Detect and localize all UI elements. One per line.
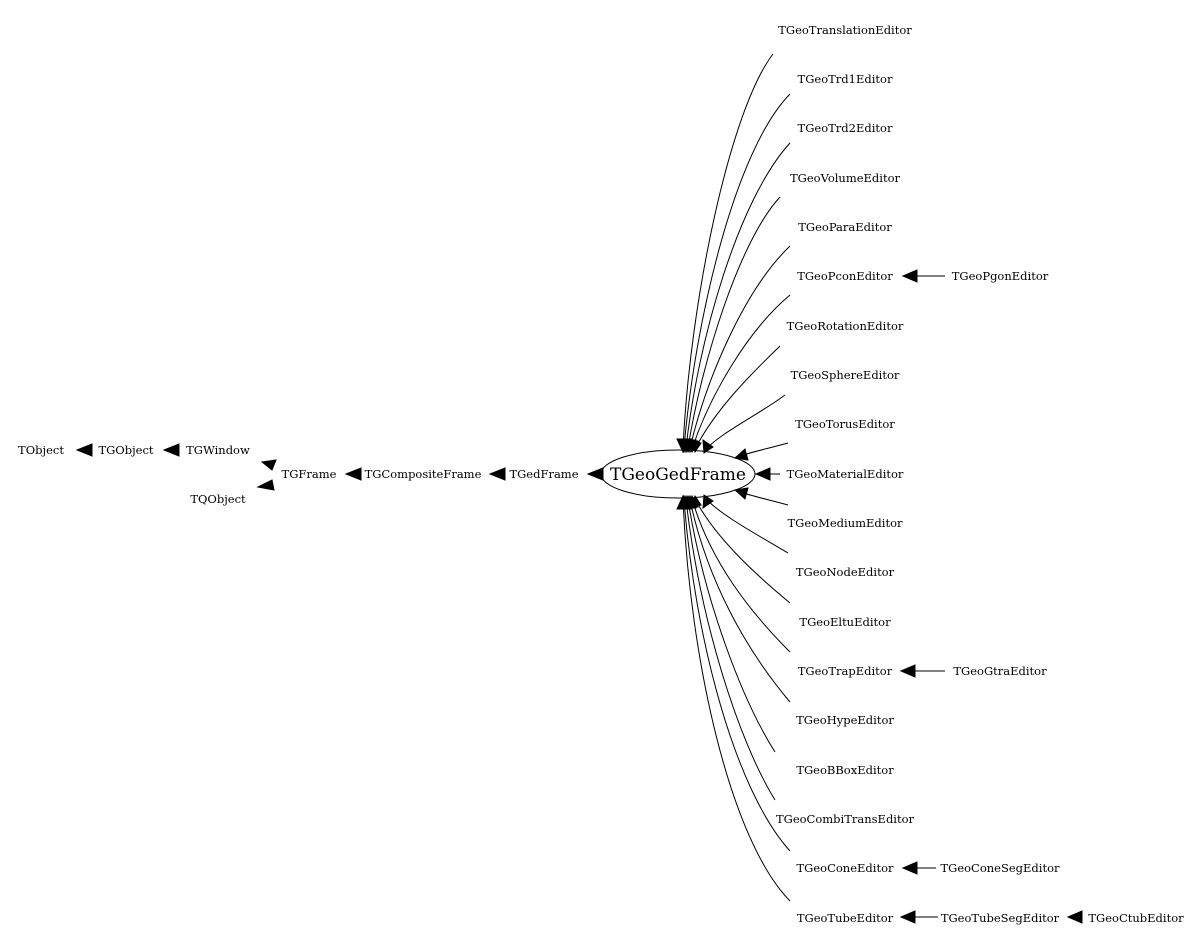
arrowhead <box>488 467 506 481</box>
edge-tgeoparaeditor <box>683 245 791 454</box>
node-tgeopgoneditor[interactable]: TGeoPgonEditor <box>952 269 1049 283</box>
arrowhead <box>901 269 918 283</box>
arrowhead <box>901 861 918 875</box>
arrowhead <box>733 487 749 500</box>
edge-tgframe-tgwindow <box>260 459 277 471</box>
edge-tgeoctubeditor-tgeotubesegeditor <box>1066 910 1083 924</box>
arrowhead <box>260 459 277 471</box>
node-tgeogtraeditor[interactable]: TGeoGtraEditor <box>953 664 1047 678</box>
arrowhead <box>899 664 916 678</box>
node-tgcompositeframe[interactable]: TGCompositeFrame <box>365 467 482 481</box>
arrowhead <box>702 494 714 510</box>
arrowhead <box>754 467 771 481</box>
edge-tgeopgoneditor-tgeopconeditor <box>901 269 945 283</box>
node-tgobject[interactable]: TGObject <box>98 443 153 457</box>
node-tgeoconesegeditor[interactable]: TGeoConeSegEditor <box>940 861 1060 875</box>
node-tgeoctubeditor[interactable]: TGeoCtubEditor <box>1088 911 1184 925</box>
node-tgeomaterialeditor[interactable]: TGeoMaterialEditor <box>787 467 904 481</box>
edge-tgeogtraeditor-tgeotrapeditor <box>899 664 945 678</box>
node-tgeosphereeditor[interactable]: TGeoSphereEditor <box>791 368 900 382</box>
edge-tgedframe-tgcompositeframe <box>488 467 506 481</box>
node-tgeopconeditor[interactable]: TGeoPconEditor <box>797 269 893 283</box>
edge-tgcompositeframe-tgframe <box>344 467 362 481</box>
node-tgeoconeeditor[interactable]: TGeoConeEditor <box>797 861 895 875</box>
edge-tgeotoruseditor <box>733 442 789 461</box>
node-tgframe[interactable]: TGFrame <box>282 467 337 481</box>
edge-tgeotranslationeditor <box>676 53 774 454</box>
edge-tgobject-tobject <box>75 443 93 457</box>
edge-tgframe-tqobject <box>256 479 275 491</box>
edge-tgeoeltueditor <box>689 494 791 604</box>
arrowhead <box>689 439 702 454</box>
edge-tgeosphereeditor <box>702 394 786 454</box>
arrowhead <box>676 494 690 510</box>
edge-tgeogedframe-tgedframe <box>586 467 604 481</box>
node-tgeohypeeditor[interactable]: TGeoHypeEditor <box>796 713 894 727</box>
arrowhead <box>162 443 180 457</box>
edge-tgwindow-tgobject <box>162 443 180 457</box>
arrowhead <box>586 467 604 481</box>
edge-tgeonodeeditor <box>702 494 789 554</box>
node-tgeoparaeditor[interactable]: TGeoParaEditor <box>798 220 892 234</box>
edge-tgeorotationeditor <box>689 345 781 454</box>
arrowhead <box>702 438 714 454</box>
node-tgeotubesegeditor[interactable]: TGeoTubeSegEditor <box>941 911 1060 925</box>
node-tgeoeltueditor[interactable]: TGeoEltuEditor <box>799 615 891 629</box>
node-tgeotrd1editor[interactable]: TGeoTrd1Editor <box>798 72 893 86</box>
node-tgeonodeeditor[interactable]: TGeoNodeEditor <box>796 565 895 579</box>
arrowhead <box>1066 910 1083 924</box>
node-tgedframe[interactable]: TGedFrame <box>509 467 578 481</box>
node-tgeorotationeditor[interactable]: TGeoRotationEditor <box>787 319 904 333</box>
node-tgwindow[interactable]: TGWindow <box>186 443 250 457</box>
edge-tgeohypeeditor <box>683 494 791 703</box>
edge-tgeomaterialeditor <box>754 467 780 481</box>
edge-tgeoconesegeditor-tgeoconeeditor <box>901 861 936 875</box>
edge-tgeomediumeditor <box>733 487 789 506</box>
arrowhead <box>899 910 916 924</box>
node-tgeotrd2editor[interactable]: TGeoTrd2Editor <box>798 121 893 135</box>
node-tgeotranslationeditor[interactable]: TGeoTranslationEditor <box>778 23 912 37</box>
edge-tgeotrd1editor <box>677 93 791 454</box>
node-tobject[interactable]: TObject <box>18 443 64 457</box>
node-tgeotrapeditor[interactable]: TGeoTrapEditor <box>798 664 893 678</box>
node-tqobject[interactable]: TQObject <box>190 492 246 506</box>
center-node-label: TGeoGedFrame <box>610 465 746 485</box>
edge-tgeovolumeeditor <box>681 196 781 454</box>
arrowhead <box>344 467 362 481</box>
edge-tgeotubeeditor <box>676 494 791 902</box>
node-tgeocombitranseditor[interactable]: TGeoCombiTransEditor <box>776 812 915 826</box>
node-tgeovolumeeditor[interactable]: TGeoVolumeEditor <box>790 171 901 185</box>
edge-tgeotrd2editor <box>679 142 791 454</box>
edge-tgeobboxeditor <box>681 494 776 753</box>
node-tgeotoruseditor[interactable]: TGeoTorusEditor <box>795 417 895 431</box>
node-tgeomediumeditor[interactable]: TGeoMediumEditor <box>788 516 903 530</box>
arrowhead <box>256 479 275 491</box>
edge-tgeotubesegeditor-tgeotubeeditor <box>899 910 938 924</box>
node-tgeobboxeditor[interactable]: TGeoBBoxEditor <box>796 763 894 777</box>
edge-tgeocombitranseditor <box>679 494 776 801</box>
node-tgeogedframe[interactable]: TGeoGedFrame <box>600 449 756 499</box>
node-tgeotubeeditor[interactable]: TGeoTubeEditor <box>797 911 894 925</box>
arrowhead <box>75 443 93 457</box>
arrowhead <box>733 448 749 461</box>
